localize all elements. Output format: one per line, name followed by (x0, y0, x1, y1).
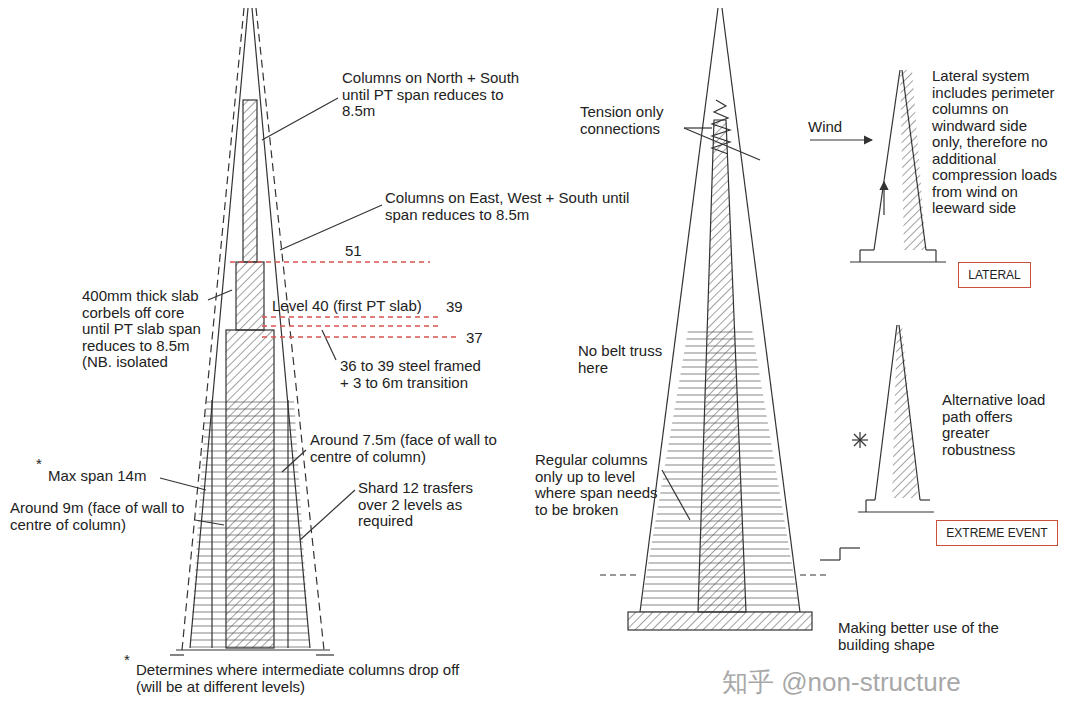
level-label: Level 40 (first PT slab) (272, 298, 422, 315)
annotation: Shard 12 trasfers over 2 levels as requi… (358, 480, 498, 530)
annotation: 400mm thick slab corbels off core until … (82, 288, 206, 371)
caption-box: EXTREME EVENT (936, 520, 1058, 546)
annotation: No belt truss here (578, 343, 664, 376)
lateral-figure (810, 70, 946, 262)
level-number: 39 (446, 299, 463, 316)
level-lines (230, 262, 460, 337)
footnote: Determines where intermediate columns dr… (136, 662, 466, 695)
extreme-figure (852, 325, 934, 512)
annotation: Around 7.5m (face of wall to centre of c… (310, 432, 542, 465)
annotation: Making better use of the building shape (838, 620, 1038, 653)
annotation: Lateral system includes perimeter column… (932, 68, 1058, 217)
annotation: 36 to 39 steel framed + 3 to 6m transiti… (340, 358, 490, 391)
right-tower (600, 8, 860, 630)
box-label: LATERAL (968, 268, 1020, 282)
annotation: Around 9m (face of wall to centre of col… (10, 500, 194, 533)
annotation: Alternative load path offers greater rob… (942, 392, 1058, 458)
level-number: 51 (345, 243, 362, 260)
footnote-mark: * (36, 456, 42, 473)
caption-box: LATERAL (958, 262, 1031, 288)
watermark: 知乎 @non-structure (722, 668, 961, 697)
annotation: Columns on East, West + South until span… (385, 190, 630, 223)
annotation: Columns on North + South until PT span r… (342, 70, 522, 120)
annotation: Tension only connections (580, 104, 684, 137)
footnote-mark: * (124, 652, 130, 669)
level-number: 37 (466, 330, 483, 347)
annotation: Regular columns only up to level where s… (535, 452, 659, 518)
box-label: EXTREME EVENT (946, 526, 1047, 540)
load-label: Wind (808, 119, 842, 136)
annotation: Max span 14m (48, 468, 160, 485)
